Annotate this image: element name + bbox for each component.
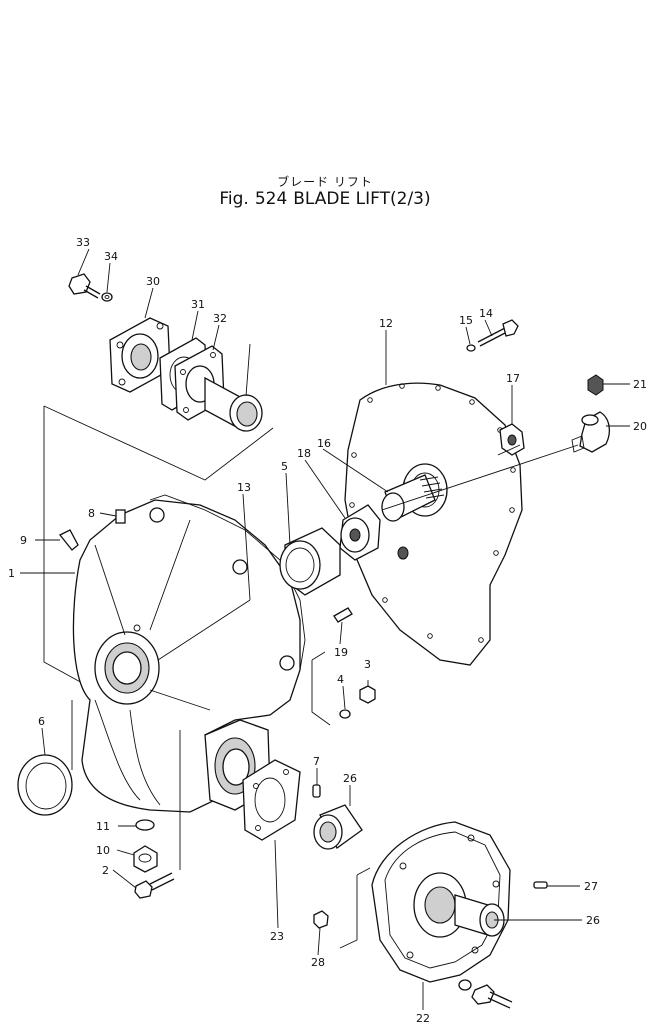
- part-26-sleeve-upper: [313, 804, 363, 850]
- part-34-pipe: [204, 376, 263, 432]
- callout-20: 20: [633, 420, 647, 433]
- callout-13: 13: [237, 481, 251, 494]
- part-21-plug: [587, 374, 604, 396]
- callout-19: 19: [334, 646, 348, 659]
- part-29-flange: [109, 317, 171, 393]
- bottom-right-bolt: [471, 984, 513, 1009]
- bottom-right-washer: [458, 979, 472, 991]
- part-5-sleeve: [279, 527, 341, 596]
- part-27-pin: [533, 881, 548, 889]
- callout-26-upper: 26: [343, 772, 357, 785]
- part-16-shaft: [381, 474, 445, 522]
- callout-labels: 33 34 30 31 32 12 15 14 17 21 20 16 18 1…: [8, 236, 647, 1024]
- callout-8: 8: [88, 507, 95, 520]
- part-3-nut: [359, 685, 376, 704]
- part-14-bolt: [477, 319, 519, 347]
- part-18-bushing: [339, 504, 381, 561]
- callout-31: 31: [191, 298, 205, 311]
- callout-23: 23: [270, 930, 284, 943]
- part-2-bolt: [134, 872, 175, 899]
- callout-2: 2: [102, 864, 109, 877]
- reference-bracket-upper: [43, 405, 274, 691]
- part-6-seal: [17, 754, 73, 816]
- part-11-ring: [135, 819, 155, 831]
- part-32-bolt: [68, 273, 101, 299]
- part-23-gasket: [242, 759, 301, 841]
- part-10-nut: [133, 845, 158, 873]
- part-4-washer: [339, 709, 351, 719]
- part-28-plug: [313, 910, 329, 929]
- part-26-sleeve-lower: [454, 894, 505, 937]
- callout-4: 4: [337, 673, 344, 686]
- callout-16: 16: [317, 437, 331, 450]
- part-15-washer: [466, 344, 476, 352]
- title-japanese: ブレード リフト: [277, 175, 373, 189]
- callout-17: 17: [506, 372, 520, 385]
- part-19-pin: [333, 607, 353, 623]
- callout-3: 3: [364, 658, 371, 671]
- callout-7: 7: [313, 755, 320, 768]
- fig-label: Fig.: [219, 189, 249, 209]
- part-9-fitting: [58, 529, 79, 551]
- part-22-lower-cover: [371, 821, 511, 983]
- callout-10: 10: [96, 844, 110, 857]
- callout-11: 11: [96, 820, 110, 833]
- part-20-elbow: [571, 411, 611, 453]
- callout-6: 6: [38, 715, 45, 728]
- callout-27: 27: [584, 880, 598, 893]
- callout-18: 18: [297, 447, 311, 460]
- callout-15: 15: [459, 314, 473, 327]
- part-1-housing: [72, 494, 306, 813]
- callout-5: 5: [281, 460, 288, 473]
- callout-30: 32: [213, 312, 227, 325]
- callout-22: 22: [416, 1012, 430, 1024]
- part-8-fitting: [115, 509, 126, 524]
- callout-32: 33: [76, 236, 90, 249]
- callout-28: 28: [311, 956, 325, 969]
- callout-12: 12: [379, 317, 393, 330]
- fig-number: 524: [254, 189, 288, 209]
- callout-29: 30: [146, 275, 160, 288]
- reference-brackets: [71, 444, 579, 949]
- callout-9: 9: [20, 534, 27, 547]
- part-33-washer: [101, 292, 113, 302]
- callout-21: 21: [633, 378, 647, 391]
- leader-lines: [20, 248, 630, 1010]
- callout-33: 34: [104, 250, 118, 263]
- callout-26-lower: 26: [586, 914, 600, 927]
- fig-title-text: BLADE LIFT(2/3): [293, 189, 431, 209]
- callout-14: 14: [479, 307, 493, 320]
- part-7-pin: [312, 784, 321, 798]
- callout-1: 1: [8, 567, 15, 580]
